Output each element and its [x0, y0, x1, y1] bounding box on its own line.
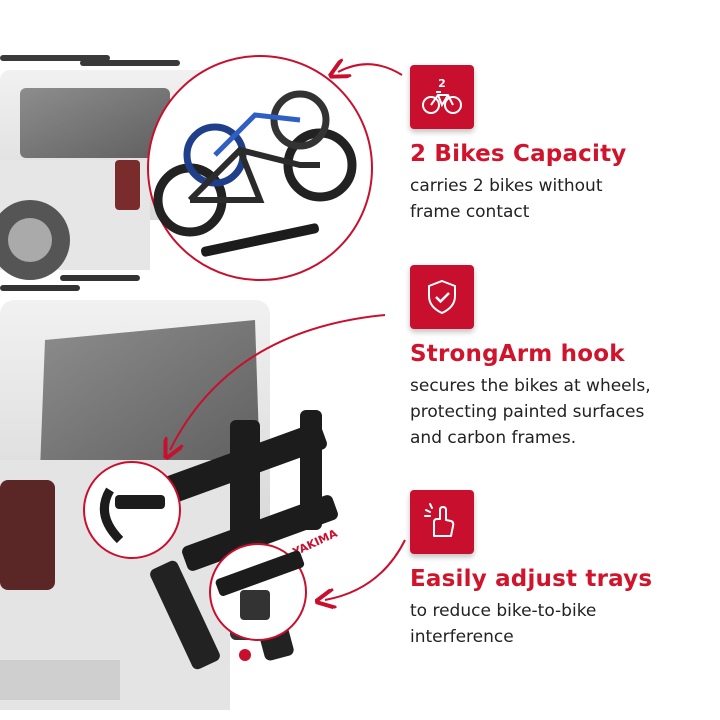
desc-line: carries 2 bikes without	[410, 176, 603, 196]
desc-line: secures the bikes at wheels,	[410, 376, 651, 396]
feature-bikes-capacity: 2 2 Bikes Capacity carries 2 bikes witho…	[410, 65, 710, 225]
arrow-bikes	[338, 64, 403, 75]
desc-line: interference	[410, 627, 514, 647]
feature-description: secures the bikes at wheels, protecting …	[410, 373, 710, 451]
zoom-circle-bikes	[147, 55, 373, 281]
feature-title: StrongArm hook	[410, 341, 625, 367]
feature-description: carries 2 bikes without frame contact	[410, 173, 710, 225]
desc-line: frame contact	[410, 202, 530, 222]
zoom-circle-trays	[209, 543, 307, 641]
hand-adjust-icon	[424, 503, 455, 537]
zoom-circle-hook	[83, 461, 181, 559]
arrow-trays	[325, 539, 406, 600]
desc-line: protecting painted surfaces	[410, 402, 645, 422]
bike-capacity-badge: 2	[410, 65, 474, 129]
desc-line: and carbon frames.	[410, 428, 577, 448]
adjust-trays-badge	[410, 490, 474, 554]
desc-line: to reduce bike-to-bike	[410, 601, 597, 621]
bike-icon: 2	[422, 77, 462, 114]
strongarm-badge	[410, 265, 474, 329]
arrow-hook	[170, 314, 386, 450]
bike-count-number: 2	[438, 77, 446, 90]
shield-check-icon	[428, 279, 456, 315]
feature-title: Easily adjust trays	[410, 566, 653, 592]
feature-description: to reduce bike-to-bike interference	[410, 598, 710, 650]
feature-strongarm-hook: StrongArm hook secures the bikes at whee…	[410, 265, 710, 451]
feature-adjust-trays: Easily adjust trays to reduce bike-to-bi…	[410, 490, 710, 650]
feature-title: 2 Bikes Capacity	[410, 141, 627, 167]
